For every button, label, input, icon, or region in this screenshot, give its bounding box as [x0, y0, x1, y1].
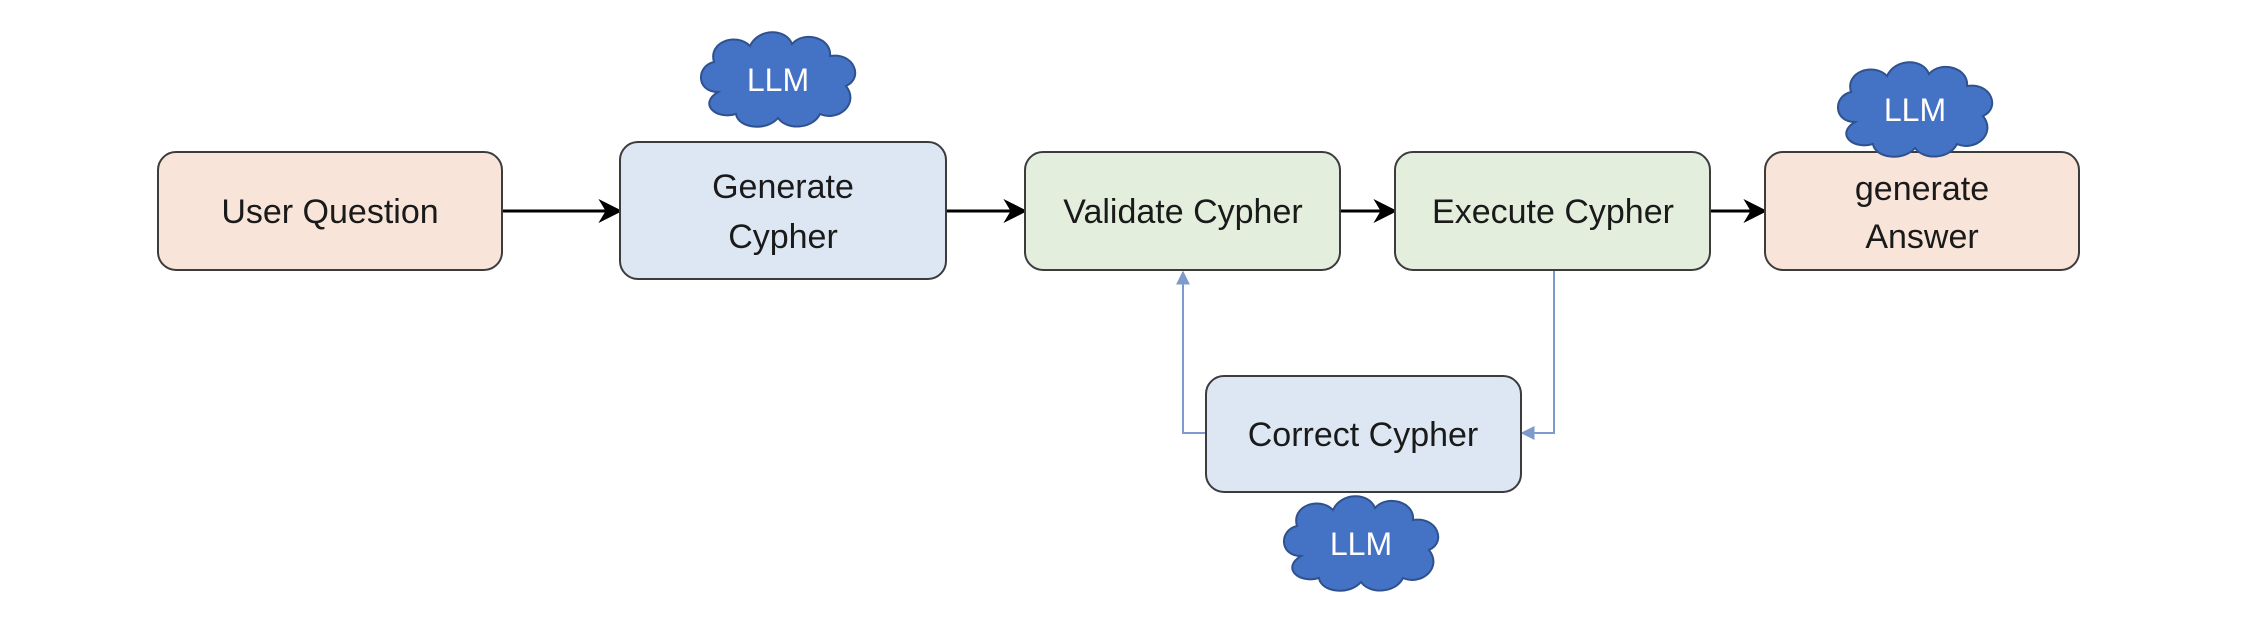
llm-cloud-generate-cypher: LLM — [700, 31, 857, 128]
node-execute-cypher: Execute Cypher — [1394, 151, 1711, 271]
node-execute-cypher-box — [1394, 151, 1711, 271]
llm-cloud-correct-cypher: LLM — [1283, 495, 1440, 592]
node-generate-answer-label-line2: Answer — [1865, 218, 1978, 256]
cloud-icon — [700, 31, 857, 128]
edge-correct-cypher-to-validate-cypher — [1176, 270, 1206, 434]
node-generate-cypher-box — [619, 141, 947, 280]
node-user-question-label: User Question — [221, 193, 438, 231]
node-validate-cypher-label: Validate Cypher — [1063, 193, 1302, 231]
llm-badge-label: LLM — [1884, 92, 1946, 128]
node-execute-cypher-label: Execute Cypher — [1432, 193, 1674, 231]
node-user-question: User Question — [157, 151, 503, 271]
node-correct-cypher-label: Correct Cypher — [1248, 416, 1479, 454]
node-user-question-box — [157, 151, 503, 271]
node-generate-answer: generate Answer — [1764, 151, 2080, 271]
node-correct-cypher: Correct Cypher — [1205, 375, 1522, 493]
node-generate-cypher-label-line2: Cypher — [728, 218, 838, 256]
node-validate-cypher: Validate Cypher — [1024, 151, 1341, 271]
llm-badge-label: LLM — [1330, 526, 1392, 562]
cloud-icon — [1837, 61, 1994, 158]
llm-cloud-generate-answer: LLM — [1837, 61, 1994, 158]
node-generate-answer-label-line1: generate — [1855, 170, 1989, 208]
node-generate-cypher-label-line1: Generate — [712, 168, 854, 206]
node-correct-cypher-box — [1205, 375, 1522, 493]
edges — [503, 199, 1768, 440]
llm-badge-label: LLM — [747, 62, 809, 98]
edge-execute-cypher-to-correct-cypher — [1520, 271, 1555, 440]
node-generate-cypher: Generate Cypher — [619, 141, 947, 280]
cloud-icon — [1283, 495, 1440, 592]
node-validate-cypher-box — [1024, 151, 1341, 271]
